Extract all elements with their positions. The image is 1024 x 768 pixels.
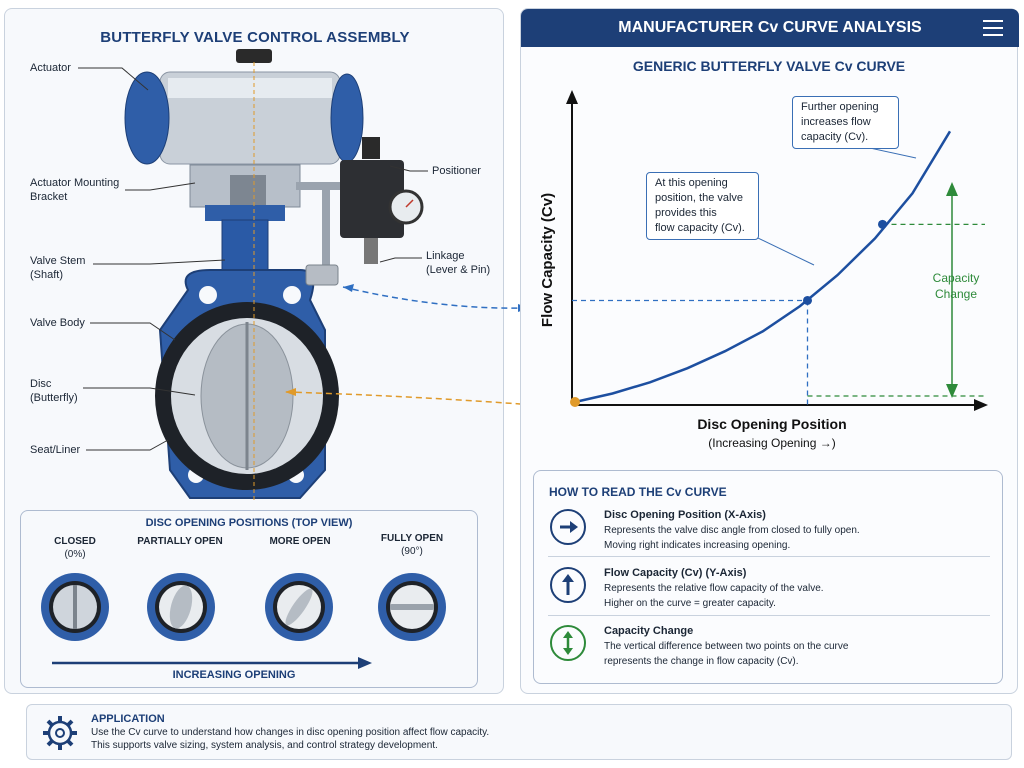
disc-partial-icon: [147, 573, 215, 641]
double-arrow-vertical-icon: [550, 625, 586, 661]
how-row-y-axis: Flow Capacity (Cv) (Y-Axis) Represents t…: [548, 565, 990, 609]
callout-opening-position: At this opening position, the valve prov…: [646, 172, 759, 240]
chart-title: GENERIC BUTTERFLY VALVE Cv CURVE: [632, 58, 906, 74]
arrow-up-icon: [550, 567, 586, 603]
disc-more-open-icon: [265, 573, 333, 641]
callout-further-opening: Further opening increases flow capacity …: [792, 96, 899, 149]
position-full-label: FULLY OPEN (90°): [380, 533, 444, 557]
y-axis-label: Flow Capacity (Cv): [539, 193, 556, 327]
label-seat: Seat/Liner: [30, 444, 81, 456]
valve-body-illustration: [155, 269, 339, 499]
analysis-header: MANUFACTURER Cv CURVE ANALYSIS: [521, 9, 1019, 47]
disc-positions-title: DISC OPENING POSITIONS (TOP VIEW): [145, 517, 353, 529]
increasing-opening-label: INCREASING OPENING: [172, 669, 296, 681]
cv-marked-point: [878, 219, 887, 229]
label-bracket-line2: Bracket: [30, 191, 68, 203]
label-disc-line2: (Butterfly): [30, 392, 78, 404]
application-panel: APPLICATION Use the Cv curve to understa…: [26, 704, 1012, 760]
how-to-read-panel: HOW TO READ THE Cv CURVE Disc Opening Po…: [533, 470, 1003, 684]
how-divider-1: [548, 556, 990, 557]
how-row-x-axis: Disc Opening Position (X-Axis) Represent…: [548, 507, 990, 551]
label-stem-line2: (Shaft): [30, 269, 64, 281]
label-linkage-line2: (Lever & Pin): [426, 264, 491, 276]
assembly-title: BUTTERFLY VALVE CONTROL ASSEMBLY: [100, 29, 410, 46]
label-linkage-line1: Linkage: [426, 250, 465, 262]
callout-top-pointer: [869, 147, 917, 159]
position-partial-label: PARTIALLY OPEN: [137, 536, 223, 547]
label-bracket-line1: Actuator Mounting: [30, 177, 120, 189]
cv-marked-point: [570, 397, 580, 407]
disc-to-chart-arrow: [285, 391, 561, 408]
position-closed-label: CLOSED (0%): [54, 536, 96, 560]
disc-full-open-icon: [378, 573, 446, 641]
label-positioner: Positioner: [432, 165, 481, 177]
label-disc-line1: Disc: [30, 378, 52, 390]
application-line2: This supports valve sizing, system analy…: [91, 740, 438, 751]
cv-marked-point: [803, 295, 812, 305]
disc-closed-icon: [41, 573, 109, 641]
linkage-to-chart-arrow: [342, 286, 529, 309]
gear-icon: [43, 716, 77, 750]
label-stem-line1: Valve Stem: [30, 255, 86, 267]
x-axis-label: Disc Opening Position: [697, 416, 846, 432]
arrow-right-icon: [550, 509, 586, 545]
capacity-change-label-line2: Change: [935, 287, 977, 301]
application-title: APPLICATION: [91, 713, 165, 725]
x-axis-sublabel: (Increasing Opening →): [708, 436, 835, 450]
label-body: Valve Body: [30, 317, 85, 329]
menu-icon[interactable]: [983, 20, 1003, 36]
capacity-change-label-line1: Capacity: [933, 271, 980, 285]
application-line1: Use the Cv curve to understand how chang…: [91, 727, 490, 738]
how-row-capacity-change: Capacity Change The vertical difference …: [548, 623, 990, 667]
actuator-illustration: [124, 49, 364, 221]
position-more-label: MORE OPEN: [269, 536, 331, 547]
label-actuator: Actuator: [30, 62, 71, 74]
how-divider-2: [548, 615, 990, 616]
positioner-illustration: [296, 137, 424, 286]
analysis-header-title: MANUFACTURER Cv CURVE ANALYSIS: [618, 19, 922, 36]
how-to-read-title: HOW TO READ THE Cv CURVE: [549, 485, 727, 499]
cv-curve-line: [574, 130, 952, 404]
